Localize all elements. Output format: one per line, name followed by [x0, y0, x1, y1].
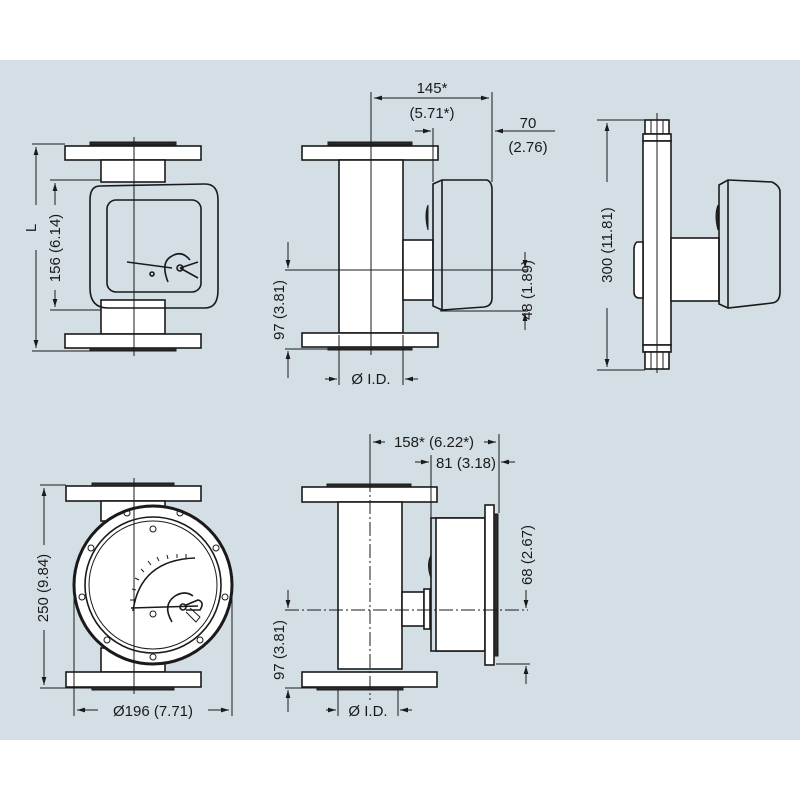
dim-offset-68: 68 (2.67)	[519, 525, 536, 585]
front-round-indicator-view: 250 (9.84) Ø196 (7.71)	[35, 478, 234, 720]
dim-diameter-196: Ø196 (7.71)	[113, 703, 193, 720]
dim-bore-id-round: Ø I.D.	[348, 703, 387, 720]
dim-depth-70-inch: (2.76)	[508, 139, 547, 156]
dim-width-158: 158* (6.22*)	[394, 434, 474, 451]
dim-width-145: 145*	[417, 80, 448, 97]
side-round-indicator-view: 158* (6.22*) 81 (3.18) 68 (2.67) 97 (3.8…	[271, 434, 536, 720]
front-square-indicator-view: L 156 (6.14)	[23, 137, 219, 356]
dim-length-300: 300 (11.81)	[599, 207, 616, 283]
dim-length-L: L	[23, 224, 40, 232]
side-square-indicator-view: 145* (5.71*) 70 (2.76) 48 (1.89) 97 (3.8…	[271, 80, 555, 388]
dim-offset-97: 97 (3.81)	[271, 280, 288, 340]
dim-height-250: 250 (9.84)	[35, 554, 52, 622]
bolt-holes	[78, 509, 229, 661]
dim-offset-97-round: 97 (3.81)	[271, 620, 288, 680]
dim-height-156: 156 (6.14)	[47, 214, 64, 282]
dim-offset-48: 48 (1.89)	[519, 260, 536, 320]
top-side-view: 300 (11.81)	[597, 113, 781, 373]
dim-depth-81: 81 (3.18)	[436, 455, 496, 472]
dim-width-145-inch: (5.71*)	[409, 105, 454, 122]
dim-bore-id: Ø I.D.	[351, 371, 390, 388]
dim-depth-70: 70	[520, 115, 537, 132]
